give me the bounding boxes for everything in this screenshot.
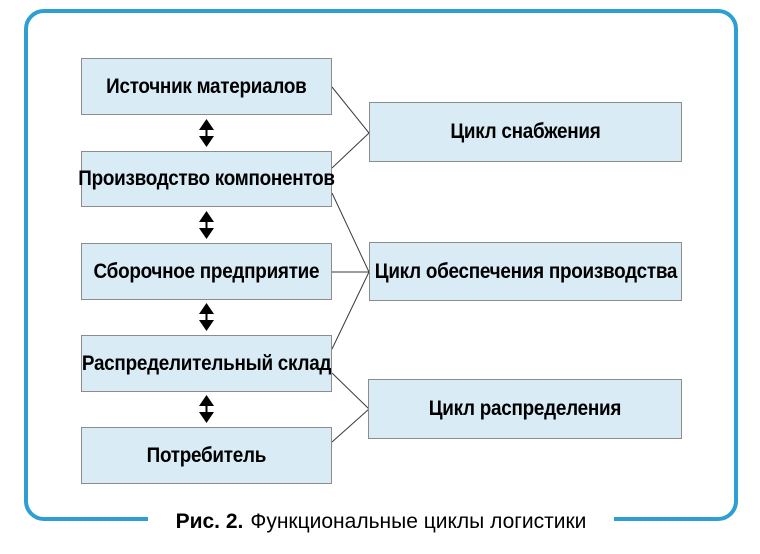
node-distribution-cycle: Цикл распределения	[368, 379, 682, 439]
node-component-production: Производство компонентов	[78, 151, 335, 207]
figure-caption-text: Функциональные циклы логистики	[250, 510, 587, 533]
node-label: Источник материалов	[106, 74, 307, 98]
node-label: Цикл обеспечения производства	[374, 259, 677, 283]
node-supply-cycle: Цикл снабжения	[369, 102, 682, 162]
node-label: Цикл снабжения	[450, 120, 601, 143]
node-label: Цикл распределения	[428, 397, 622, 420]
node-label: Производство компонентов	[78, 167, 335, 190]
node-label: Потребитель	[146, 443, 267, 467]
figure-caption-number: Рис. 2.	[175, 510, 244, 533]
node-label: Распределительный склад	[81, 351, 332, 375]
figure-caption: Рис. 2. Функциональные циклы логистики	[148, 503, 614, 541]
node-distribution-warehouse: Распределительный склад	[81, 335, 332, 392]
node-assembly-plant: Сборочное предприятие	[81, 243, 332, 300]
node-consumer: Потребитель	[81, 427, 332, 484]
node-material-source: Источник материалов	[81, 58, 332, 115]
node-label: Сборочное предприятие	[93, 259, 320, 283]
node-production-support-cycle: Цикл обеспечения производства	[369, 242, 682, 301]
